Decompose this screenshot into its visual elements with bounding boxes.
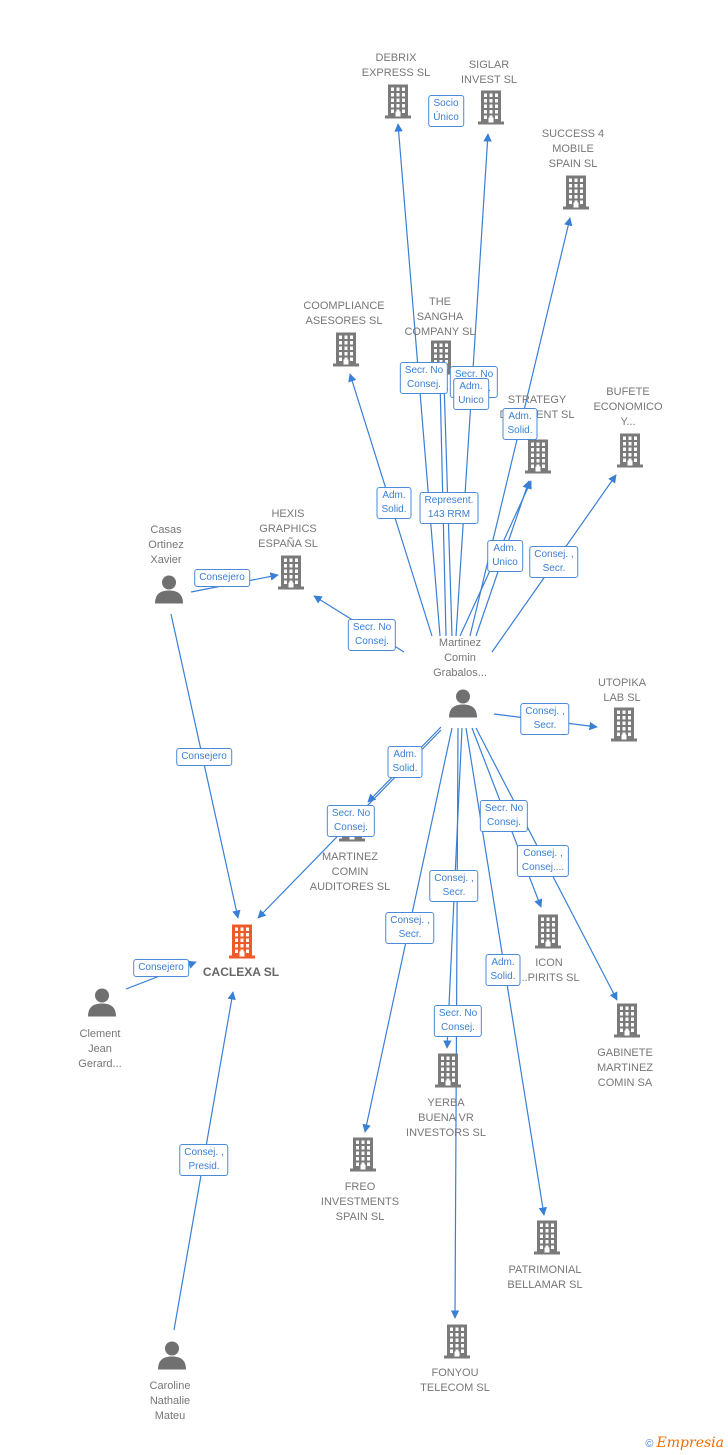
node-label-utopika[interactable]: UTOPIKA LAB SL xyxy=(597,677,647,704)
node-label-coompliance[interactable]: COOMPLIANCE ASESORES SL xyxy=(303,300,385,327)
node-label-yerba[interactable]: YERBA BUENA VR INVESTORS SL xyxy=(406,1097,486,1139)
node-label-bufete[interactable]: BUFETE ECONOMICO Y... xyxy=(593,386,663,428)
relation-tag[interactable]: Secr. No Consej. xyxy=(479,800,529,832)
node-label-icon[interactable]: ICON ...PIRITS SL xyxy=(518,957,580,984)
brand-name: Empresia xyxy=(656,1435,724,1451)
person-icon[interactable] xyxy=(87,988,117,1023)
relation-tag[interactable]: Secr. No Consej. xyxy=(433,1005,483,1037)
node-label-caclexa[interactable]: CACLEXA SL xyxy=(202,965,280,979)
relation-tag[interactable]: Consej. , Secr. xyxy=(429,870,479,902)
person-icon[interactable] xyxy=(157,1341,187,1376)
node-label-patrimonial[interactable]: PATRIMONIAL BELLAMAR SL xyxy=(507,1264,583,1291)
node-label-debrix[interactable]: DEBRIX EXPRESS SL xyxy=(361,52,431,79)
building-icon[interactable] xyxy=(617,433,643,473)
building-icon[interactable] xyxy=(435,1053,461,1093)
relation-tag[interactable]: Consej. , Secr. xyxy=(385,912,435,944)
building-icon[interactable] xyxy=(563,175,589,215)
relation-tag[interactable]: Adm. Solid. xyxy=(502,408,538,440)
relation-tag[interactable]: Adm. Solid. xyxy=(376,487,412,519)
relation-tag[interactable]: Adm. Solid. xyxy=(387,746,423,778)
building-icon[interactable] xyxy=(614,1003,640,1043)
node-label-casas[interactable]: Casas Ortinez Xavier xyxy=(148,524,184,566)
relation-tag[interactable]: Socio Único xyxy=(428,95,464,127)
relation-tag[interactable]: Consejero xyxy=(133,959,189,977)
node-label-caroline[interactable]: Caroline Nathalie Mateu xyxy=(149,1380,191,1422)
node-label-sangha[interactable]: THE SANGHA COMPANY SL xyxy=(404,296,476,338)
empresia-logo: © Empresia xyxy=(645,1435,724,1451)
relation-tag[interactable]: Consej. , Secr. xyxy=(520,703,570,735)
node-label-gabinete[interactable]: GABINETE MARTINEZ COMIN SA xyxy=(596,1047,654,1089)
building-icon[interactable] xyxy=(333,332,359,372)
person-icon[interactable] xyxy=(154,575,184,610)
node-label-siglar[interactable]: SIGLAR INVEST SL xyxy=(460,59,518,86)
relation-tag[interactable]: Represent. 143 RRM xyxy=(419,492,479,524)
building-icon[interactable] xyxy=(350,1137,376,1177)
relation-tag[interactable]: Consej. , Secr. xyxy=(529,546,579,578)
building-icon[interactable] xyxy=(444,1324,470,1364)
relation-tag[interactable]: Consejero xyxy=(176,748,232,766)
node-label-fonyou[interactable]: FONYOU TELECOM SL xyxy=(420,1367,490,1394)
node-label-auditores[interactable]: MARTINEZ COMIN AUDITORES SL xyxy=(309,851,391,893)
relation-tag[interactable]: Consej. , Consej.... xyxy=(516,845,570,877)
relation-tag[interactable]: Adm. Unico xyxy=(487,540,523,572)
relation-tag[interactable]: Consejero xyxy=(194,569,250,587)
node-label-clement[interactable]: Clement Jean Gerard... xyxy=(78,1028,122,1070)
relation-tag[interactable]: Secr. No Consej. xyxy=(347,619,397,651)
copyright-symbol: © xyxy=(645,1438,654,1450)
relation-tag[interactable]: Secr. No Consej. xyxy=(399,362,449,394)
building-icon[interactable] xyxy=(611,707,637,747)
node-label-freo[interactable]: FREO INVESTMENTS SPAIN SL xyxy=(320,1181,400,1223)
building-icon[interactable] xyxy=(385,84,411,124)
relation-tag[interactable]: Consej. , Presid. xyxy=(179,1144,229,1176)
node-label-hexis[interactable]: HEXIS GRAPHICS ESPAÑA SL xyxy=(258,508,318,550)
relation-tag[interactable]: Adm. Solid. xyxy=(485,954,521,986)
building-icon[interactable] xyxy=(535,914,561,954)
relation-tag[interactable]: Adm. Unico xyxy=(453,378,489,410)
node-label-success[interactable]: SUCCESS 4 MOBILE SPAIN SL xyxy=(541,128,605,170)
building-icon[interactable] xyxy=(278,555,304,595)
relation-tag[interactable]: Secr. No Consej. xyxy=(326,805,376,837)
person-icon[interactable] xyxy=(448,689,478,724)
node-label-martinez[interactable]: Martinez Comin Grabalos... xyxy=(433,637,487,679)
building-icon[interactable] xyxy=(534,1220,560,1260)
building-icon[interactable] xyxy=(525,439,551,479)
building-icon[interactable] xyxy=(478,90,504,130)
edge-casas-to-caclexa xyxy=(170,613,241,919)
building-icon[interactable] xyxy=(229,924,255,964)
